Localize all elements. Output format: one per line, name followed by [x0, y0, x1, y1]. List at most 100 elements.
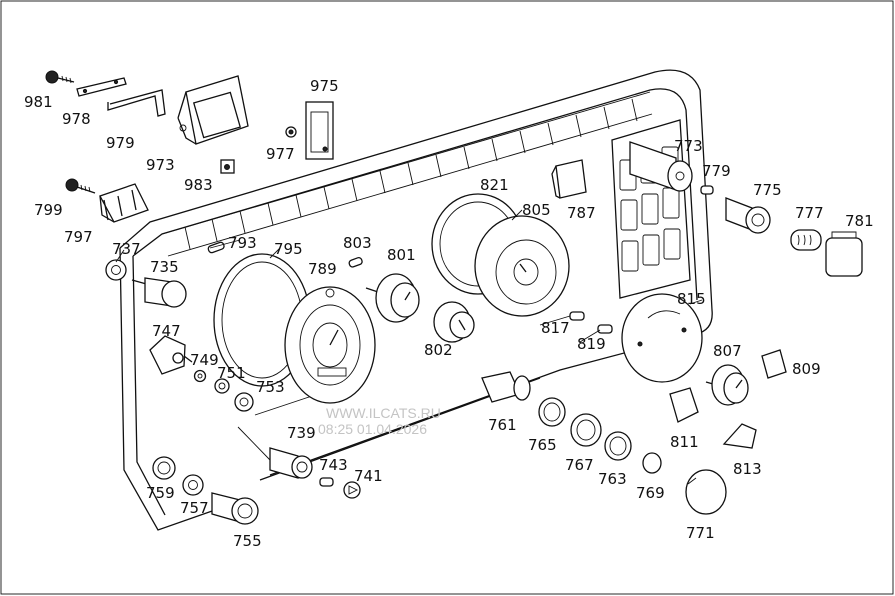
part-label: 801: [387, 246, 416, 264]
part-759-grommet[interactable]: [152, 456, 176, 480]
watermark: WWW.ILCATS.RU 08:25 01.04.2026: [318, 405, 441, 437]
part-763-ring[interactable]: [604, 431, 632, 461]
part-label: 767: [565, 456, 594, 474]
part-label: 781: [845, 212, 874, 230]
part-label: 737: [112, 240, 141, 258]
part-label: 983: [184, 176, 213, 194]
part-815-dial-plate[interactable]: [621, 293, 703, 383]
part-751-knob[interactable]: [214, 378, 230, 394]
part-label: 753: [256, 378, 285, 396]
part-label: 763: [598, 470, 627, 488]
part-label: 803: [343, 234, 372, 252]
part-label: 747: [152, 322, 181, 340]
part-979-bracket[interactable]: [107, 89, 166, 117]
part-977-nut[interactable]: [285, 126, 297, 138]
part-label: 978: [62, 110, 91, 128]
part-label: 821: [480, 176, 509, 194]
part-973-housing[interactable]: [177, 75, 249, 145]
part-label: 751: [217, 364, 246, 382]
part-label: 802: [424, 341, 453, 359]
part-817-bulb[interactable]: [569, 311, 585, 321]
part-811-indicator[interactable]: [669, 387, 699, 423]
part-label: 735: [150, 258, 179, 276]
part-label: 797: [64, 228, 93, 246]
part-label: 805: [522, 201, 551, 219]
part-label: 811: [670, 433, 699, 451]
part-label: 757: [180, 499, 209, 517]
part-735-lamp[interactable]: [131, 277, 187, 308]
part-label: 973: [146, 156, 175, 174]
part-983-clip[interactable]: [220, 159, 235, 174]
part-813-indicator[interactable]: [722, 423, 757, 449]
part-label: 739: [287, 424, 316, 442]
part-labels: 981 978 979 973 983 975 977 799 797 737 …: [24, 77, 874, 550]
part-779-bulb[interactable]: [700, 185, 714, 195]
part-label: 755: [233, 532, 262, 550]
part-label: 775: [753, 181, 782, 199]
part-775-socket[interactable]: [725, 197, 771, 234]
part-label: 979: [106, 134, 135, 152]
part-label: 787: [567, 204, 596, 222]
part-label: 819: [577, 335, 606, 353]
part-label: 749: [190, 351, 219, 369]
part-765-ring[interactable]: [538, 397, 566, 427]
part-801-gauge[interactable]: [365, 273, 420, 323]
part-label: 777: [795, 204, 824, 222]
part-label: 807: [713, 342, 742, 360]
part-label: 741: [354, 467, 383, 485]
part-809-warning-lamp[interactable]: [761, 349, 787, 379]
part-797-holder[interactable]: [99, 183, 149, 223]
part-799-screw[interactable]: [65, 178, 96, 194]
part-789-speedometer[interactable]: [284, 286, 376, 404]
part-757-washer[interactable]: [182, 474, 204, 496]
part-label: 761: [488, 416, 517, 434]
part-label: 765: [528, 436, 557, 454]
part-label: 975: [310, 77, 339, 95]
part-label: 743: [319, 456, 348, 474]
part-739-lamp[interactable]: [269, 447, 313, 479]
part-label: 799: [34, 201, 63, 219]
part-773-switch[interactable]: [629, 141, 693, 192]
part-777-symbol-cap[interactable]: [790, 229, 822, 251]
part-label: 771: [686, 524, 715, 542]
part-805-tachometer[interactable]: [474, 215, 570, 317]
part-753-nut[interactable]: [234, 392, 254, 412]
part-807-gauge[interactable]: [705, 364, 749, 406]
part-label: 815: [677, 290, 706, 308]
part-975-switch[interactable]: [305, 101, 334, 160]
part-978-bracket[interactable]: [76, 77, 127, 97]
part-label: 773: [674, 137, 703, 155]
part-743-bulb[interactable]: [319, 477, 334, 487]
part-771-cap[interactable]: [685, 469, 727, 515]
part-755-socket[interactable]: [211, 492, 259, 525]
leader-lines: [115, 209, 703, 461]
part-781-cap[interactable]: [825, 231, 863, 277]
part-761-socket[interactable]: [481, 371, 531, 403]
part-label: 793: [228, 234, 257, 252]
part-803-bulb[interactable]: [348, 256, 363, 268]
part-747-switch[interactable]: [149, 335, 193, 375]
part-label: 779: [702, 162, 731, 180]
part-769-knob[interactable]: [642, 452, 662, 474]
part-787-switch[interactable]: [551, 159, 587, 199]
panel-top-strip: [161, 91, 653, 257]
watermark-line-2: 08:25 01.04.2026: [318, 421, 427, 437]
part-767-ring[interactable]: [570, 413, 602, 447]
part-label: 817: [541, 319, 570, 337]
part-label: 769: [636, 484, 665, 502]
part-749-washer[interactable]: [193, 369, 207, 383]
part-label: 759: [146, 484, 175, 502]
part-741-cap[interactable]: [343, 481, 361, 499]
watermark-line-1: WWW.ILCATS.RU: [326, 405, 441, 421]
part-819-bulb[interactable]: [597, 324, 613, 334]
part-label: 795: [274, 240, 303, 258]
part-737-grommet[interactable]: [105, 259, 127, 281]
part-981-screw[interactable]: [45, 70, 75, 84]
part-label: 977: [266, 145, 295, 163]
part-802-gauge[interactable]: [433, 301, 475, 343]
part-label: 813: [733, 460, 762, 478]
part-label: 981: [24, 93, 53, 111]
